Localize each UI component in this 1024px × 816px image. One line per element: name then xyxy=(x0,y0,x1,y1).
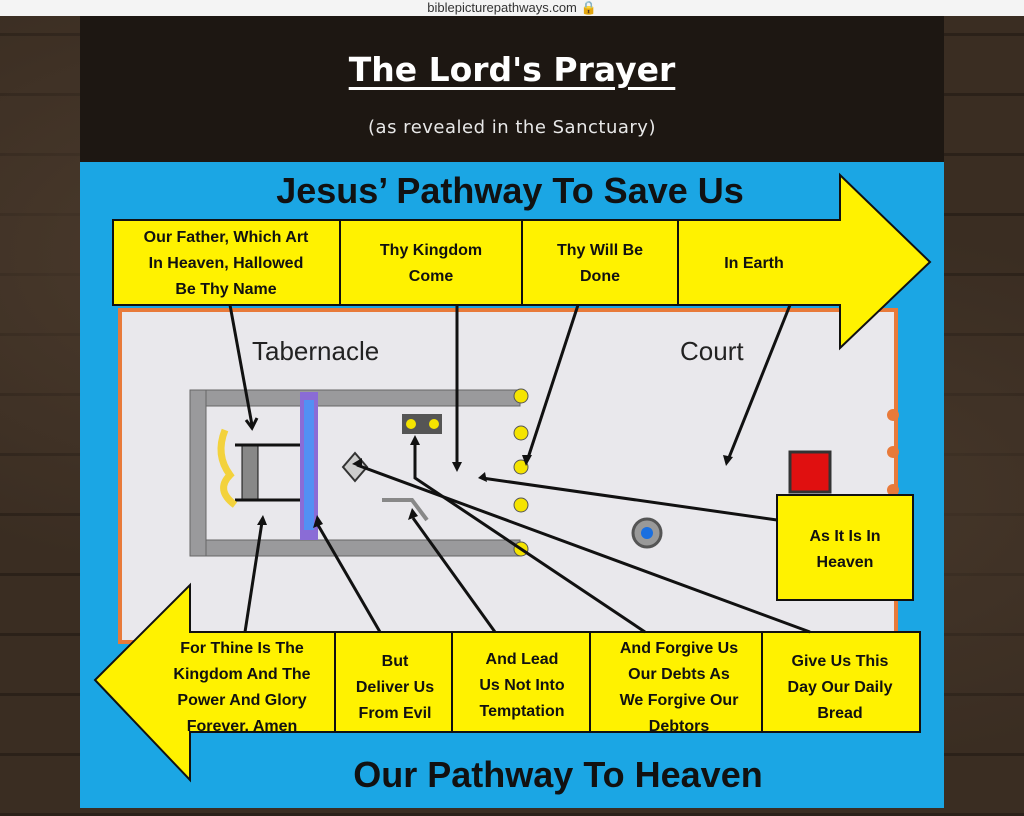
lock-icon: 🔒 xyxy=(580,0,597,15)
top-box-3-line: In Earth xyxy=(724,255,784,272)
bottom-box-1-line: Deliver Us xyxy=(356,679,434,696)
top-box-2-line: Done xyxy=(580,268,620,285)
page-title: The Lord's Prayer xyxy=(348,50,676,89)
bottom-box-2-line: Temptation xyxy=(479,703,564,720)
bottom-box-1-line: But xyxy=(382,653,409,670)
pillars xyxy=(513,388,529,557)
pointer-arrows xyxy=(228,304,811,634)
bottom-box-3-line: We Forgive Our xyxy=(620,692,739,709)
url-text: biblepicturepathways.com xyxy=(427,0,577,15)
court-label: Court xyxy=(680,336,744,366)
altar-burnt-offering xyxy=(788,450,832,494)
table-shewbread xyxy=(402,414,442,434)
bottom-box-0-line: Kingdom And The xyxy=(173,666,310,683)
side-box xyxy=(776,494,914,601)
top-box-0-line: Be Thy Name xyxy=(175,281,276,298)
top-box-2-line: Thy Will Be xyxy=(557,242,643,259)
bottom-box-2-line: Us Not Into xyxy=(479,677,565,694)
bottom-banner-label: Our Pathway To Heaven xyxy=(353,754,762,795)
top-banner-label: Jesus’ Pathway To Save Us xyxy=(276,170,744,211)
cherubim xyxy=(217,428,238,508)
bottom-box-0-line: Power And Glory xyxy=(177,692,306,709)
top-box-0-line: Our Father, Which Art xyxy=(144,229,309,246)
bottom-box-3-line: And Forgive Us xyxy=(620,640,738,657)
page-header: The Lord's Prayer (as revealed in the Sa… xyxy=(80,16,944,162)
bottom-box-4-line: Give Us This xyxy=(792,653,889,670)
bottom-arrow xyxy=(93,582,921,783)
bottom-box-4-line: Day Our Daily xyxy=(788,679,893,696)
bottom-box-1-line: From Evil xyxy=(359,705,432,722)
bottom-box-0-line: Forever. Amen xyxy=(187,718,298,735)
tabernacle-label: Tabernacle xyxy=(252,336,379,366)
bottom-box-2-line: And Lead xyxy=(486,651,559,668)
bottom-box-0-line: For Thine Is The xyxy=(180,640,304,657)
side-box-line: As It Is In xyxy=(809,528,880,545)
url-bar[interactable]: biblepicturepathways.com 🔒 xyxy=(0,0,1024,16)
ark xyxy=(241,444,259,501)
top-box-1-line: Come xyxy=(409,268,454,285)
bottom-box-4-line: Bread xyxy=(817,705,862,722)
bottom-box-3-line: Debtors xyxy=(649,718,710,735)
side-box-line: Heaven xyxy=(817,554,874,571)
top-box-1-line: Thy Kingdom xyxy=(380,242,482,259)
bottom-box-3-line: Our Debts As xyxy=(628,666,730,683)
page-subtitle: (as revealed in the Sanctuary) xyxy=(368,117,656,138)
top-box-0-line: In Heaven, Hallowed xyxy=(149,255,304,272)
candlestick xyxy=(382,498,429,522)
